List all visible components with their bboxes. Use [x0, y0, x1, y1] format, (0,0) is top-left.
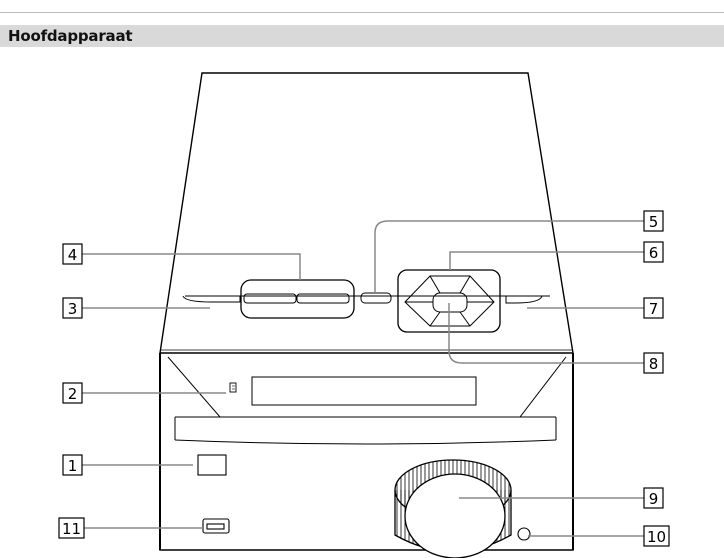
callout-9: 9 — [649, 490, 659, 508]
device-body — [159, 72, 574, 551]
lower-controls — [197, 454, 531, 558]
button-7[interactable] — [505, 295, 543, 304]
leader-lines — [82, 220, 644, 537]
callout-4: 4 — [68, 246, 78, 264]
callout-2: 2 — [68, 385, 78, 403]
callout-7: 7 — [649, 300, 659, 318]
callout-8: 8 — [649, 355, 659, 373]
callout-labels: 1 2 3 4 5 6 7 8 9 10 11 — [58, 210, 670, 547]
usb-port[interactable] — [202, 518, 230, 534]
button-group-4-outline — [240, 279, 355, 319]
callout-10: 10 — [647, 528, 666, 546]
section-header: Hoofdapparaat — [0, 25, 724, 47]
front-panel — [167, 356, 567, 445]
callout-1: 1 — [68, 457, 78, 475]
button-5[interactable] — [360, 292, 392, 304]
button-4-right[interactable] — [296, 293, 350, 304]
callout-5: 5 — [649, 213, 659, 231]
headphone-jack[interactable] — [517, 527, 531, 541]
section-title: Hoofdapparaat — [8, 27, 133, 45]
remote-sensor — [229, 382, 237, 393]
callout-3: 3 — [68, 300, 78, 318]
top-rule — [0, 12, 724, 13]
button-4-left[interactable] — [243, 293, 297, 304]
callout-11: 11 — [62, 520, 81, 538]
power-button[interactable] — [197, 454, 227, 476]
callout-6: 6 — [649, 244, 659, 262]
button-3[interactable] — [182, 295, 241, 303]
volume-knob[interactable] — [394, 459, 512, 558]
display-window — [251, 376, 477, 406]
